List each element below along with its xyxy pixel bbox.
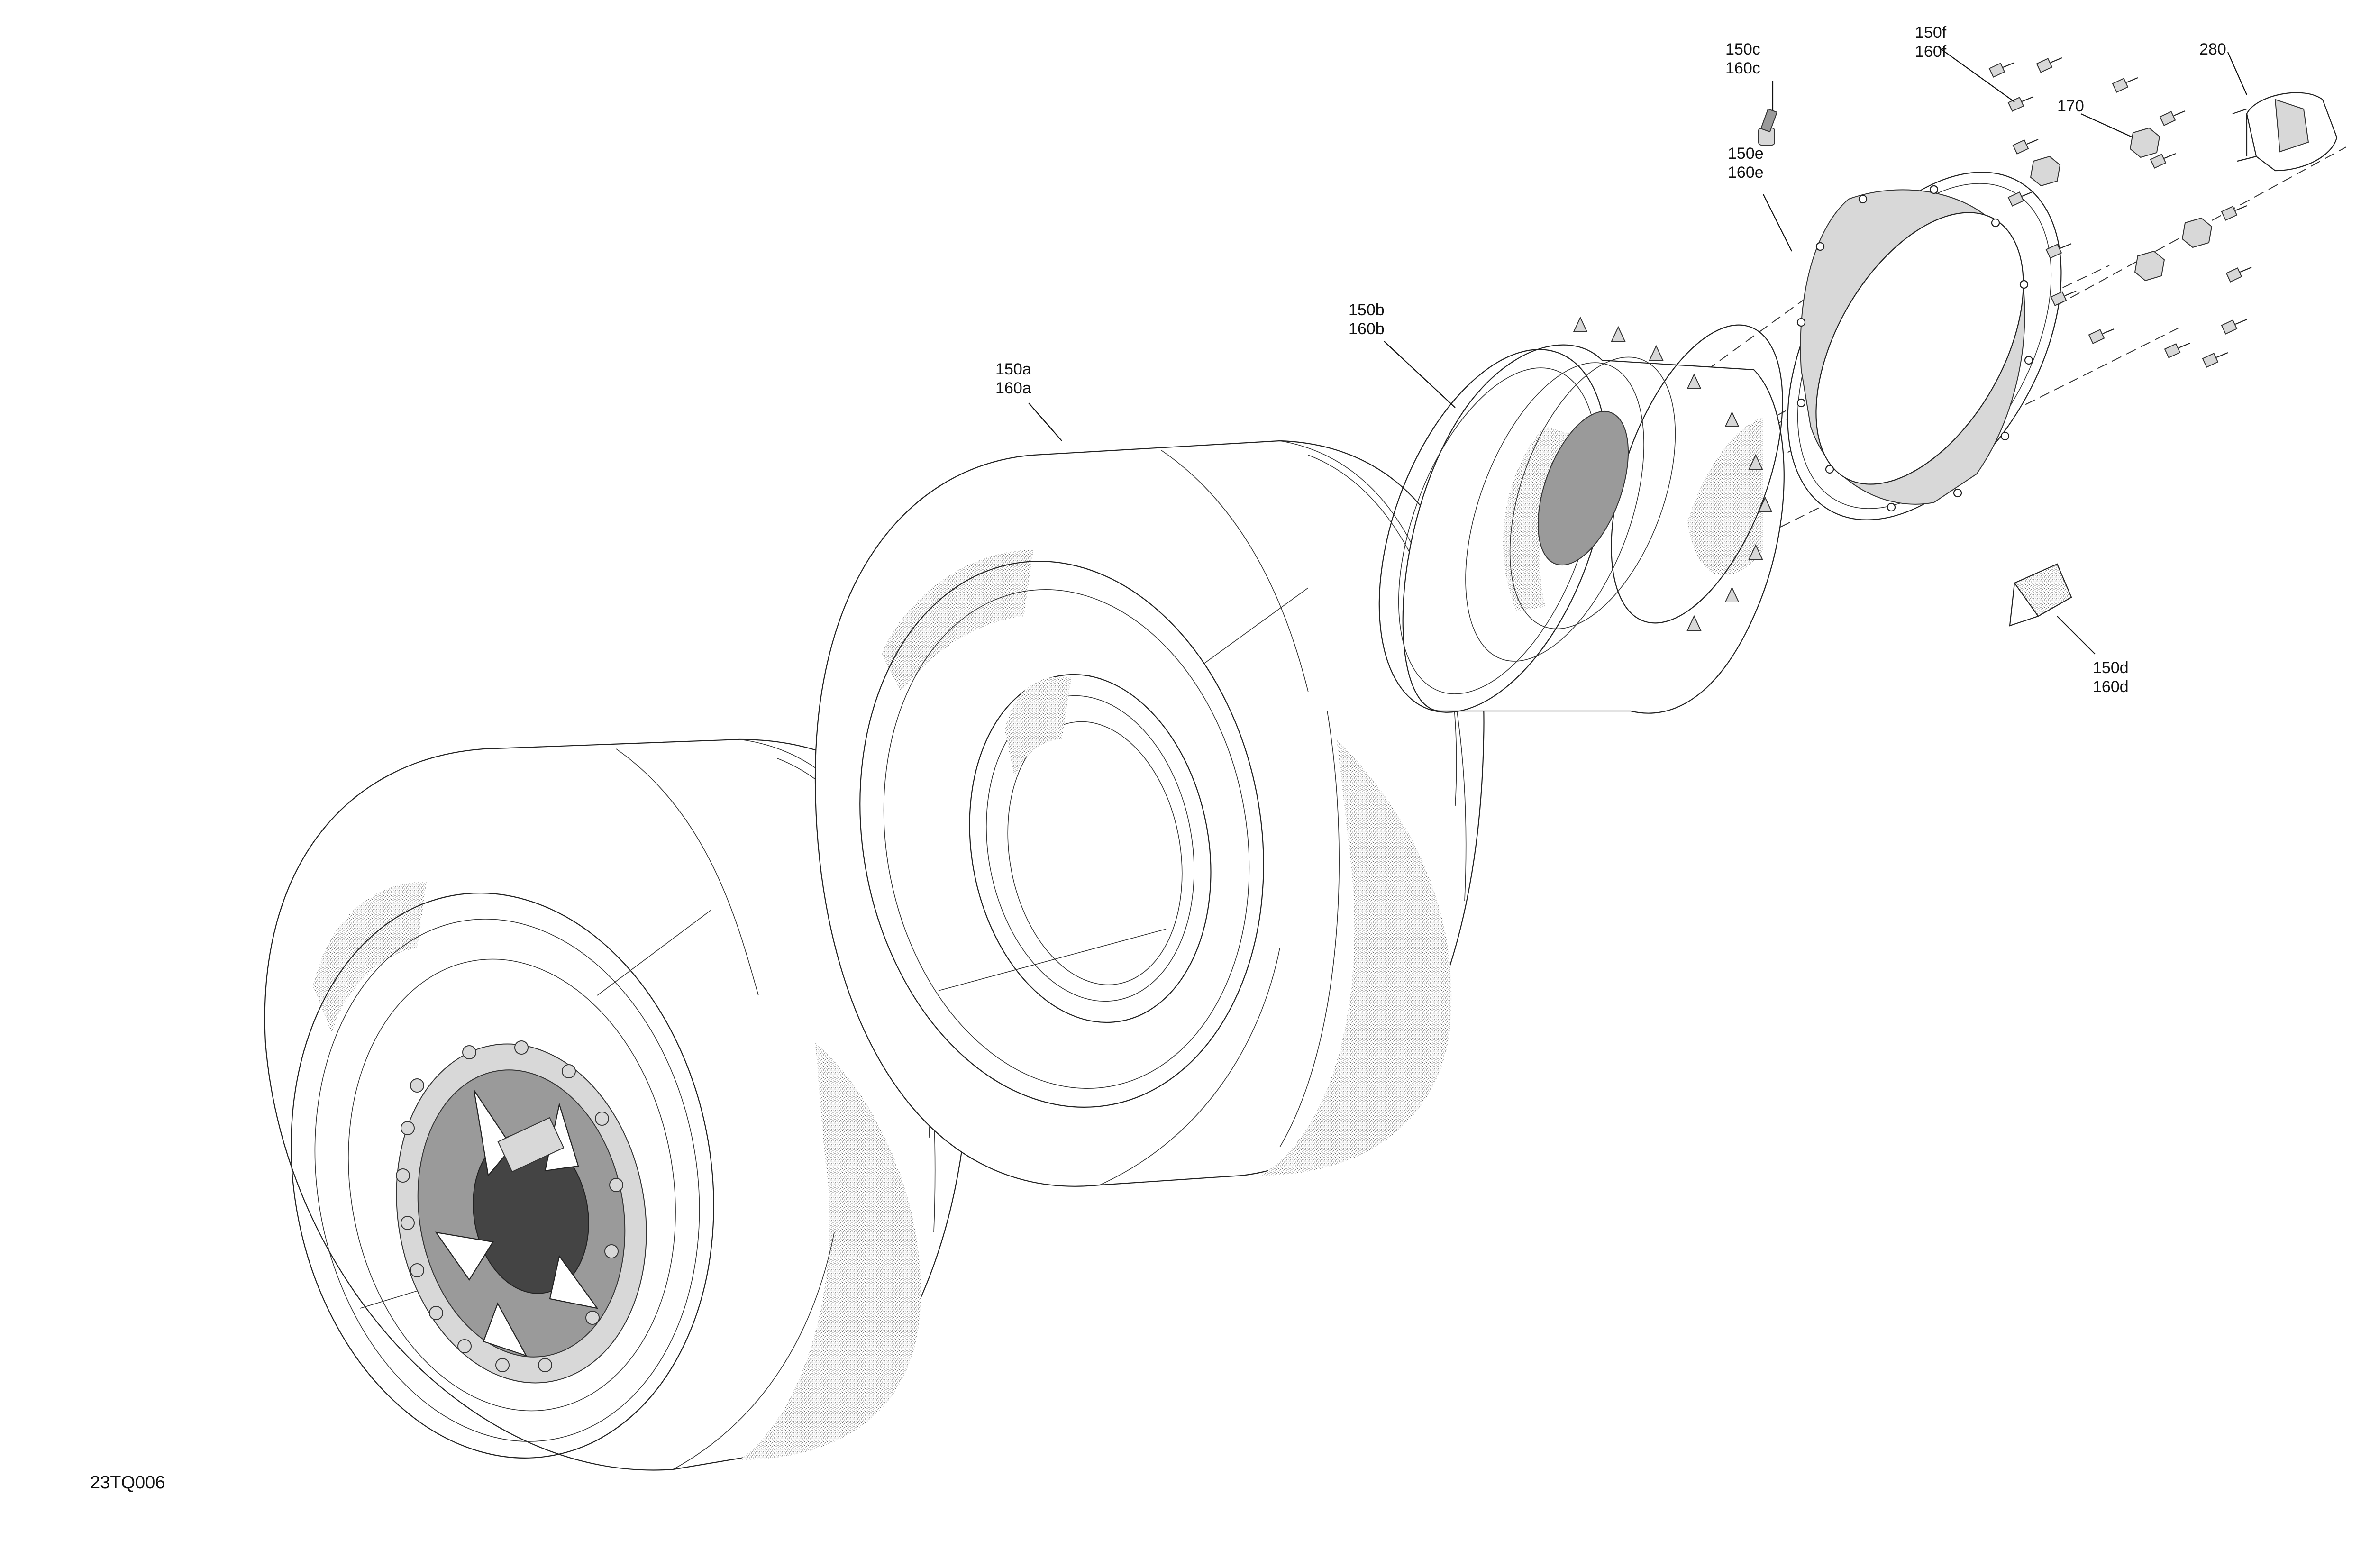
bolt: [2221, 319, 2247, 335]
bolt: [2007, 96, 2034, 112]
bolt: [2012, 138, 2039, 155]
nut: [2134, 250, 2165, 282]
bolt: [2164, 342, 2190, 358]
decal: [2009, 563, 2072, 627]
tire: [814, 440, 1485, 1187]
rim: [1378, 316, 1785, 714]
nut: [2030, 155, 2061, 187]
hub-cap: [2232, 92, 2338, 172]
bolt: [2221, 205, 2247, 221]
callout-hub-cap-line1: 280: [2199, 40, 2226, 58]
callout-tire-line2: 160a: [995, 379, 1031, 397]
callout-nuts-line1: 170: [2057, 97, 2084, 115]
bolt: [2050, 290, 2077, 306]
nuts: [2030, 127, 2213, 282]
beadlock-holes: [1796, 185, 2033, 512]
callout-rim: 150b 160b: [1349, 301, 1385, 338]
callout-bolts-line1: 150f: [1915, 24, 1947, 42]
leader-lines: [1028, 47, 2248, 655]
mounted-wheel-assembly: [264, 738, 970, 1471]
callout-bolts-line2: 160f: [1915, 43, 1947, 61]
valve-stem: [1758, 108, 1778, 146]
bolt: [2045, 243, 2072, 259]
callout-nuts: 170: [2057, 97, 2084, 115]
callout-decal-line2: 160d: [2093, 678, 2129, 696]
bolt: [2112, 77, 2138, 93]
callout-rim-line2: 160b: [1349, 320, 1385, 338]
rim-studs: [1573, 316, 1773, 631]
callout-valve-stem: 150c 160c: [1725, 40, 1760, 77]
callout-hub-cap: 280: [2199, 40, 2226, 58]
callout-beadlock-ring-line1: 150e: [1728, 145, 1764, 163]
callout-valve-stem-line2: 160c: [1725, 59, 1760, 77]
callout-beadlock-ring: 150e 160e: [1728, 145, 1764, 182]
bolt: [2007, 191, 2034, 207]
bolt: [1988, 62, 2015, 78]
callout-tire: 150a 160a: [995, 360, 1031, 397]
bolts: [1988, 57, 2252, 368]
nut: [2181, 217, 2213, 248]
callout-bolts: 150f 160f: [1915, 24, 1947, 61]
callout-decal-line1: 150d: [2093, 659, 2129, 677]
beadlock-ring: [1787, 172, 2062, 520]
bolt: [2036, 57, 2062, 73]
bolt: [2225, 266, 2252, 283]
callout-decal: 150d 160d: [2093, 659, 2129, 696]
callout-valve-stem-line1: 150c: [1725, 40, 1760, 58]
callout-rim-line1: 150b: [1349, 301, 1385, 319]
bolt: [2150, 153, 2176, 169]
callout-tire-line1: 150a: [995, 360, 1031, 378]
bolt: [2088, 328, 2115, 344]
bolt: [2159, 110, 2186, 126]
bolt: [2202, 352, 2228, 368]
figure-code: 23TQ006: [90, 1473, 165, 1493]
callout-beadlock-ring-line2: 160e: [1728, 164, 1764, 182]
nut: [2129, 127, 2160, 158]
